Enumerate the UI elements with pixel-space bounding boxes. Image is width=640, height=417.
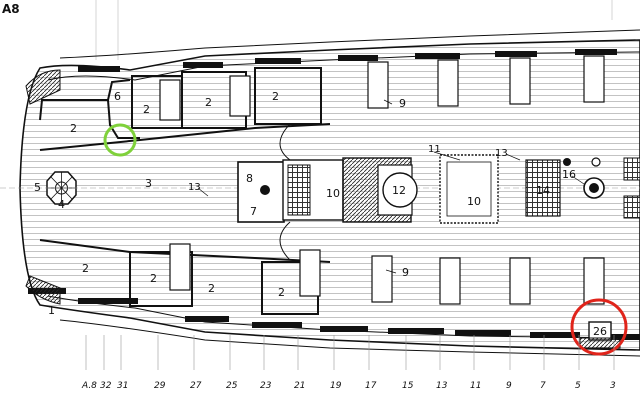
label-13a: 13: [188, 182, 201, 193]
label-14: 14: [536, 184, 550, 197]
label-8: 8: [246, 172, 253, 185]
frame-number: 13: [436, 381, 448, 391]
frame-number: 31: [117, 381, 128, 391]
label-16: 16: [562, 168, 576, 181]
red-highlight-circle: [570, 298, 628, 356]
label-4: 4: [58, 198, 65, 211]
label-2a: 2: [70, 122, 77, 135]
frame-guides: [95, 0, 613, 60]
steering-wheel-icon: [46, 171, 77, 205]
leader-lines: [197, 99, 585, 274]
label-10b: 10: [467, 195, 481, 208]
label-11: 11: [428, 144, 441, 155]
upper-cabins: [39, 67, 331, 151]
label-2g: 2: [208, 282, 215, 295]
guns-lower: [169, 243, 605, 305]
frame-number: 19: [330, 381, 342, 391]
frame-number: 7: [540, 381, 546, 391]
central-hatches: [237, 123, 640, 261]
stern-gallery: [25, 69, 61, 305]
frame-number: 5: [575, 381, 581, 391]
green-highlight-circle: [103, 123, 137, 157]
label-13b: 13: [495, 148, 508, 159]
frame-number: 15: [402, 381, 414, 391]
label-9b: 9: [402, 266, 409, 279]
frame-number: 3: [610, 381, 616, 391]
label-2d: 2: [272, 90, 279, 103]
label-9a: 9: [399, 97, 406, 110]
label-2e: 2: [82, 262, 89, 275]
sheet-title: A8: [2, 2, 20, 16]
label-1: 1: [48, 304, 55, 317]
frame-number: 29: [154, 381, 166, 391]
label-2h: 2: [278, 286, 285, 299]
label-2f: 2: [150, 272, 157, 285]
frame-number: A.8: [81, 381, 97, 391]
label-7: 7: [250, 205, 257, 218]
label-5: 5: [34, 181, 41, 194]
frame-number: 21: [294, 381, 305, 391]
label-6: 6: [114, 90, 121, 103]
label-2b: 2: [143, 103, 150, 116]
label-12: 12: [392, 184, 406, 197]
frame-number: 23: [260, 381, 272, 391]
label-3: 3: [145, 177, 152, 190]
frame-number: 17: [365, 381, 377, 391]
label-26: 26: [593, 325, 607, 338]
label-2c: 2: [205, 96, 212, 109]
callouts: 1 2 2 2 2 2 2 2 2 3 4 5 6 7 8 9 9 10 10 …: [34, 90, 607, 338]
guns-upper: [159, 55, 605, 121]
frame-number: 9: [506, 381, 512, 391]
frame-number: 27: [190, 381, 202, 391]
frame-number: 32: [100, 381, 112, 391]
frame-number: 25: [226, 381, 238, 391]
bulwark-ports-top: [78, 49, 617, 72]
label-10a: 10: [326, 187, 340, 200]
frame-number: 11: [470, 381, 481, 391]
